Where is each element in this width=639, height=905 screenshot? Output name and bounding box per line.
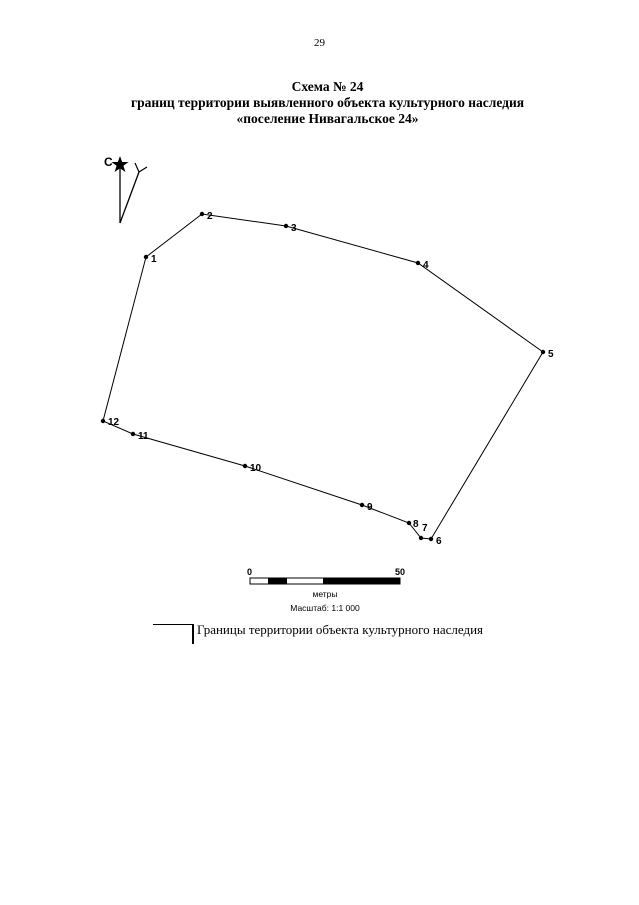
- title-line-1: Схема № 24: [291, 79, 364, 94]
- scale-unit-label: метры: [312, 589, 337, 599]
- boundary-vertex-icon: [415, 260, 421, 266]
- vertex-label: 5: [548, 349, 554, 360]
- boundary-vertex-icon: [143, 254, 149, 260]
- boundary-vertex-icon: [100, 418, 106, 424]
- vertex-label: 12: [108, 417, 120, 428]
- scale-ratio-text: Масштаб: 1:1 000: [290, 603, 360, 613]
- legend: Границы территории объекта культурного н…: [153, 621, 483, 645]
- north-label: С: [104, 155, 113, 169]
- title-line-2: границ территории выявленного объекта ку…: [130, 95, 525, 110]
- vertex-label: 10: [250, 463, 262, 474]
- boundary-vertex-icon: [406, 520, 412, 526]
- scale-start-label: 0: [247, 567, 252, 577]
- vertex-label: 11: [138, 431, 149, 442]
- vertex-label: 6: [436, 536, 442, 547]
- page-number: 29: [314, 37, 325, 49]
- legend-label: Границы территории объекта культурного н…: [197, 622, 484, 637]
- north-arrow: С: [104, 155, 148, 224]
- scheme-title: Схема № 24 границ территории выявленного…: [0, 79, 639, 127]
- boundary-vertex-icon: [242, 463, 248, 469]
- boundary-vertex-icon: [130, 431, 136, 437]
- boundary-vertex-icon: [418, 535, 424, 541]
- scale-bar: 0 50 метры Масштаб: 1:1 000: [247, 567, 405, 613]
- vertex-label: 3: [291, 223, 297, 234]
- boundary-vertex-icon: [540, 349, 546, 355]
- vertex-label: 4: [423, 260, 429, 271]
- boundary-vertex-icon: [359, 502, 365, 508]
- vertex-label: 2: [207, 211, 213, 222]
- boundary-vertex-icon: [428, 536, 434, 542]
- boundary-vertex-icon: [199, 211, 205, 217]
- vertex-label: 1: [151, 254, 157, 265]
- vertex-label: 8: [413, 519, 419, 530]
- boundary-line-symbol-icon: [153, 624, 194, 644]
- vertex-label: 9: [367, 502, 373, 513]
- scale-end-label: 50: [395, 567, 405, 577]
- title-line-3: «поселение Нивагальское 24»: [236, 111, 419, 126]
- boundary-vertex-icon: [283, 223, 289, 229]
- north-star-icon: [111, 156, 129, 172]
- boundary-polygon: [102, 213, 544, 540]
- vertex-label: 7: [422, 523, 428, 534]
